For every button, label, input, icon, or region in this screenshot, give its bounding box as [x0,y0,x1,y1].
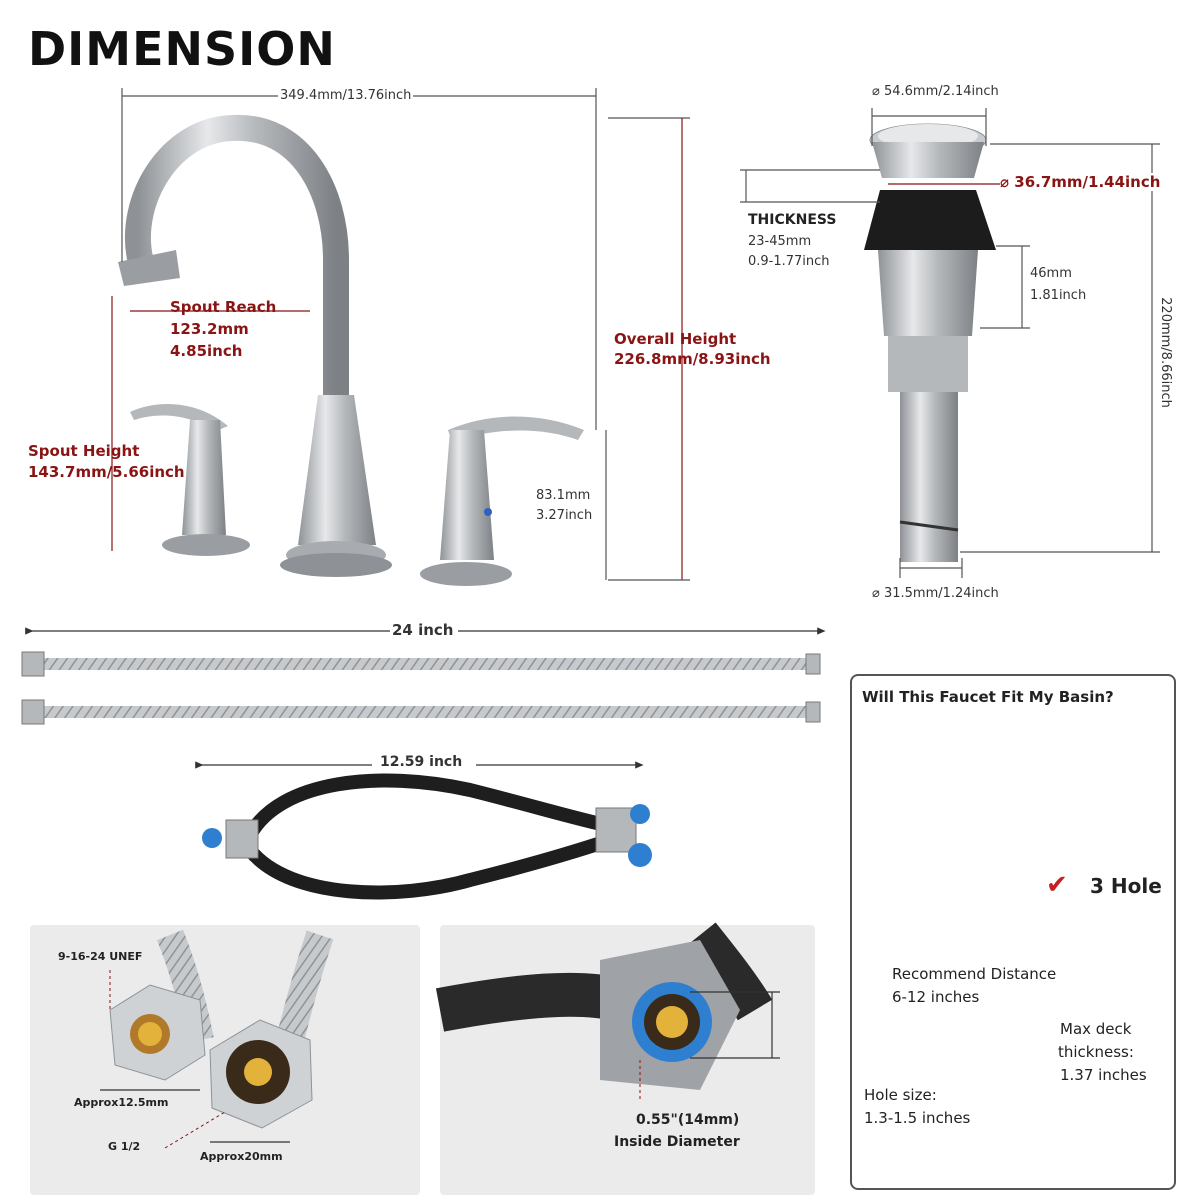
page-title: DIMENSION [28,22,336,76]
faucet-width-label: 349.4mm/13.76inch [278,88,414,103]
drain-thread-mm: 46mm [1030,266,1072,281]
hole-size-value: 1.3-1.5 inches [864,1109,971,1127]
drain-dimension-lines [740,108,1160,578]
drain-thread-inch: 1.81inch [1030,288,1087,303]
fit-box [850,674,1176,1190]
drain-top-diameter: ⌀ 54.6mm/2.14inch [872,84,999,99]
drain-stopper-diameter: ⌀ 36.7mm/1.44inch [1000,173,1161,191]
handle-height-mm: 83.1mm [536,488,591,503]
drain-illustration [864,123,996,562]
thickness-inch: 0.9-1.77inch [748,254,830,269]
spout-reach-mm: 123.2mm [170,320,249,338]
thickness-label: THICKNESS [748,212,837,228]
recommend-distance-title: Recommend Distance [892,965,1057,983]
thickness-mm: 23-45mm [748,234,812,249]
check-icon: ✔ [1046,870,1068,900]
g-thread-label: G 1/2 [108,1140,141,1153]
inside-diameter-value: 0.55"(14mm) [636,1112,740,1128]
drain-height-label: 220mm/8.66inch [1157,297,1173,408]
fit-question: Will This Faucet Fit My Basin? [862,688,1114,706]
overall-height-value: 226.8mm/8.93inch [614,350,771,368]
max-deck-line2: thickness: [1058,1043,1134,1061]
hole-count-label: 3 Hole [1090,874,1162,898]
handle-height-inch: 3.27inch [536,508,593,523]
max-deck-line1: Max deck [1060,1020,1132,1038]
hole-size-label: Hole size: [864,1086,937,1104]
supply-hose-length: 24 inch [392,621,454,639]
recommend-distance-value: 6-12 inches [892,988,980,1006]
detail-left-illustration [30,925,420,1195]
spout-reach-label: Spout Reach [170,298,277,316]
spout-height-value: 143.7mm/5.66inch [28,463,185,481]
max-deck-line3: 1.37 inches [1060,1066,1147,1084]
overall-height-label: Overall Height [614,330,737,348]
supply-hoses [21,627,826,725]
connector-hose [195,761,652,900]
spout-height-label: Spout Height [28,442,140,460]
inside-diameter-caption: Inside Diameter [614,1134,740,1150]
detail-mid-illustration [435,922,815,1195]
approx-large-label: Approx20mm [200,1150,283,1163]
faucet-illustration [118,114,584,586]
connector-hose-length: 12.59 inch [380,754,463,770]
drain-bottom-diameter: ⌀ 31.5mm/1.24inch [872,586,999,601]
approx-small-label: Approx12.5mm [74,1096,169,1109]
spout-reach-inch: 4.85inch [170,342,243,360]
thread-spec-label: 9-16-24 UNEF [58,950,143,963]
